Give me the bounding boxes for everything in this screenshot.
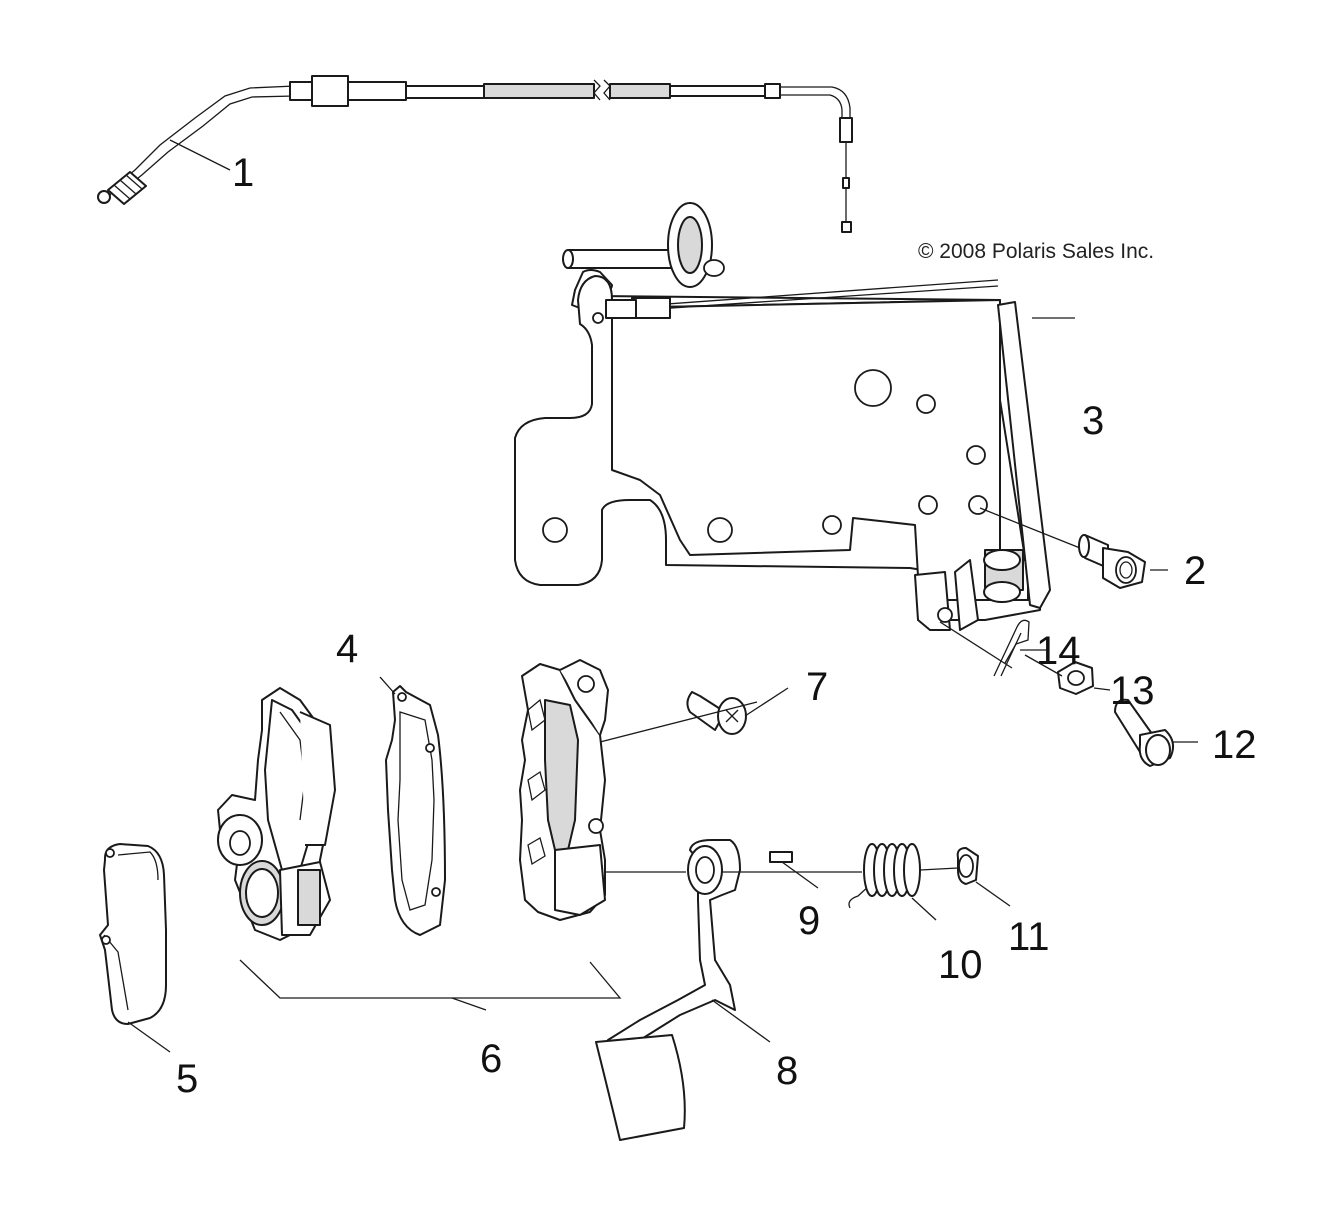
nut-part-13 <box>1057 661 1094 695</box>
pedal-mounting-bracket <box>514 202 1051 631</box>
callout-12: 12 <box>1212 723 1257 767</box>
cover-part-5 <box>99 843 167 1025</box>
callout-13: 13 <box>1110 669 1155 713</box>
callout-11: 11 <box>1008 915 1050 959</box>
bolt-part-2 <box>1078 534 1146 589</box>
callout-4: 4 <box>336 627 358 671</box>
callout-5: 5 <box>176 1057 198 1101</box>
spring-part-10 <box>848 843 921 909</box>
callout-9: 9 <box>798 899 820 943</box>
callout-labels: 1 2 3 4 5 6 7 8 9 10 11 12 13 14 <box>176 151 1257 1101</box>
callout-1: 1 <box>232 151 254 195</box>
callout-8: 8 <box>776 1049 798 1093</box>
callout-10: 10 <box>938 943 983 987</box>
pedal-arm-part-8 <box>595 839 741 1141</box>
copyright-notice: © 2008 Polaris Sales Inc. <box>918 240 1155 263</box>
callout-6: 6 <box>480 1037 502 1081</box>
housing-right-half <box>519 659 609 921</box>
bushing-part-11 <box>956 847 979 885</box>
throttle-cable <box>97 75 853 233</box>
housing-left-half <box>217 687 336 941</box>
bolt-part-12 <box>1114 698 1175 767</box>
screw-part-7 <box>686 691 747 735</box>
callout-2: 2 <box>1184 549 1206 593</box>
leader-lines <box>127 139 1198 1053</box>
gasket-part-4 <box>385 685 446 936</box>
hairpin-clip-part-14 <box>993 619 1030 677</box>
callout-14: 14 <box>1036 629 1081 673</box>
key-part-9 <box>769 851 793 863</box>
callout-3: 3 <box>1082 399 1104 443</box>
callout-7: 7 <box>806 665 828 709</box>
